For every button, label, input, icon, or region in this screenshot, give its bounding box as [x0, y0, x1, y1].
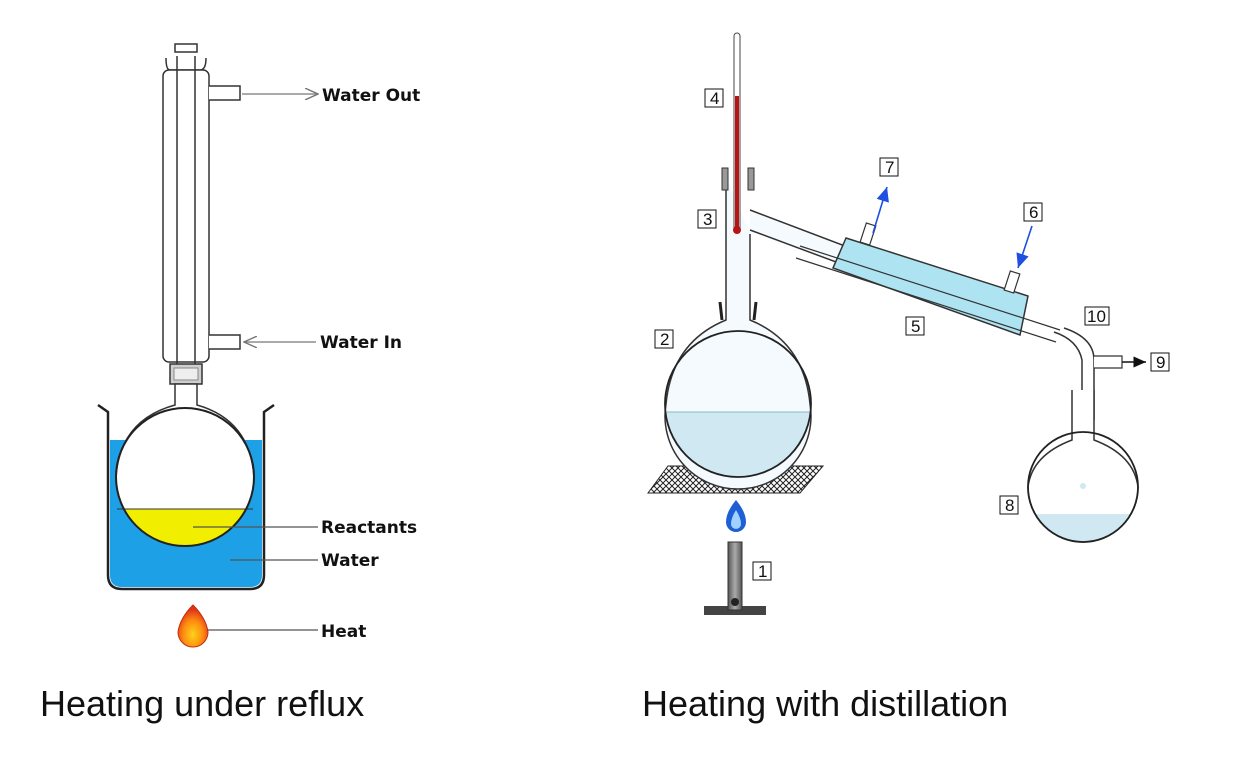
label-heat: Heat [321, 622, 366, 642]
label-water: Water [321, 551, 379, 571]
number-box-3: 3 [697, 209, 717, 229]
receiving-flask [1027, 390, 1139, 543]
distilling-flask [664, 167, 812, 490]
svg-text:3: 3 [703, 210, 712, 229]
svg-text:5: 5 [911, 317, 920, 336]
svg-text:2: 2 [660, 330, 669, 349]
caption-distillation: Heating with distillation [642, 683, 1008, 724]
reflux-apparatus: Water Out Water In Reactants Water Heat [97, 43, 420, 648]
distillation-apparatus: 1 2 3 4 5 6 7 8 [647, 32, 1170, 615]
svg-text:1: 1 [758, 562, 767, 581]
number-box-1: 1 [752, 561, 772, 581]
number-box-5: 5 [905, 316, 925, 336]
label-water-out: Water Out [322, 86, 420, 106]
number-box-6: 6 [1023, 202, 1043, 222]
number-box-8: 8 [999, 495, 1019, 515]
svg-text:8: 8 [1005, 496, 1014, 515]
number-box-10: 10 [1084, 306, 1110, 326]
heat-flame-icon [177, 604, 209, 648]
caption-reflux: Heating under reflux [40, 683, 364, 724]
svg-text:9: 9 [1156, 353, 1165, 372]
svg-text:6: 6 [1029, 203, 1038, 222]
number-box-2: 2 [654, 329, 674, 349]
label-reactants: Reactants [321, 518, 417, 538]
number-box-9: 9 [1150, 352, 1170, 372]
thermometer [733, 32, 741, 234]
bunsen-burner [704, 500, 766, 615]
number-box-7: 7 [879, 157, 899, 177]
liebig-condenser [795, 222, 1061, 343]
svg-text:10: 10 [1087, 307, 1106, 326]
svg-text:4: 4 [710, 89, 719, 108]
label-water-in: Water In [320, 333, 402, 353]
reflux-condenser [162, 43, 241, 366]
number-box-4: 4 [704, 88, 724, 108]
svg-text:7: 7 [885, 158, 894, 177]
